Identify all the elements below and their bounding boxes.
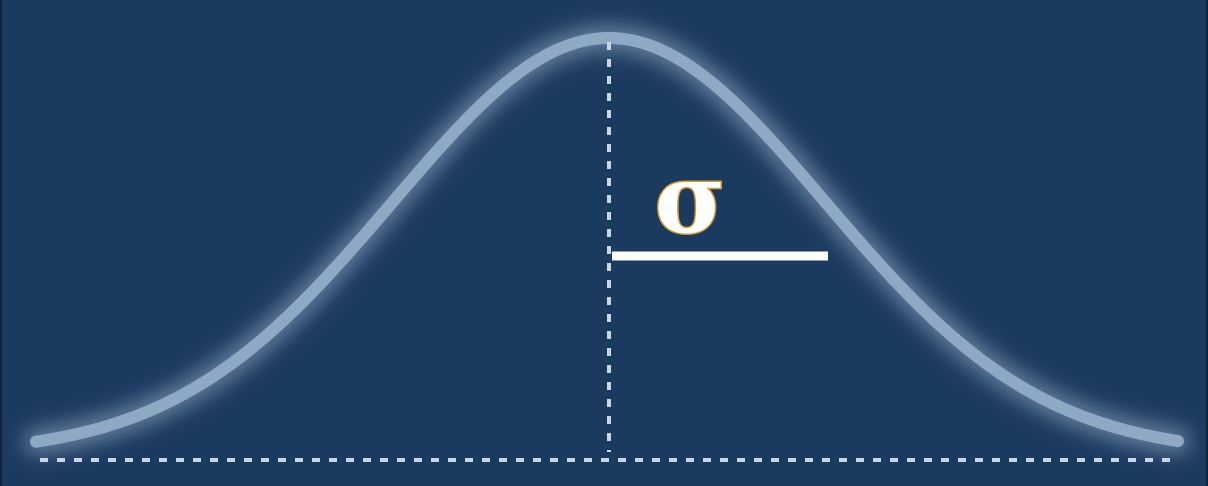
bell-curve (30, 32, 1184, 448)
sigma-label: σ (655, 142, 726, 255)
